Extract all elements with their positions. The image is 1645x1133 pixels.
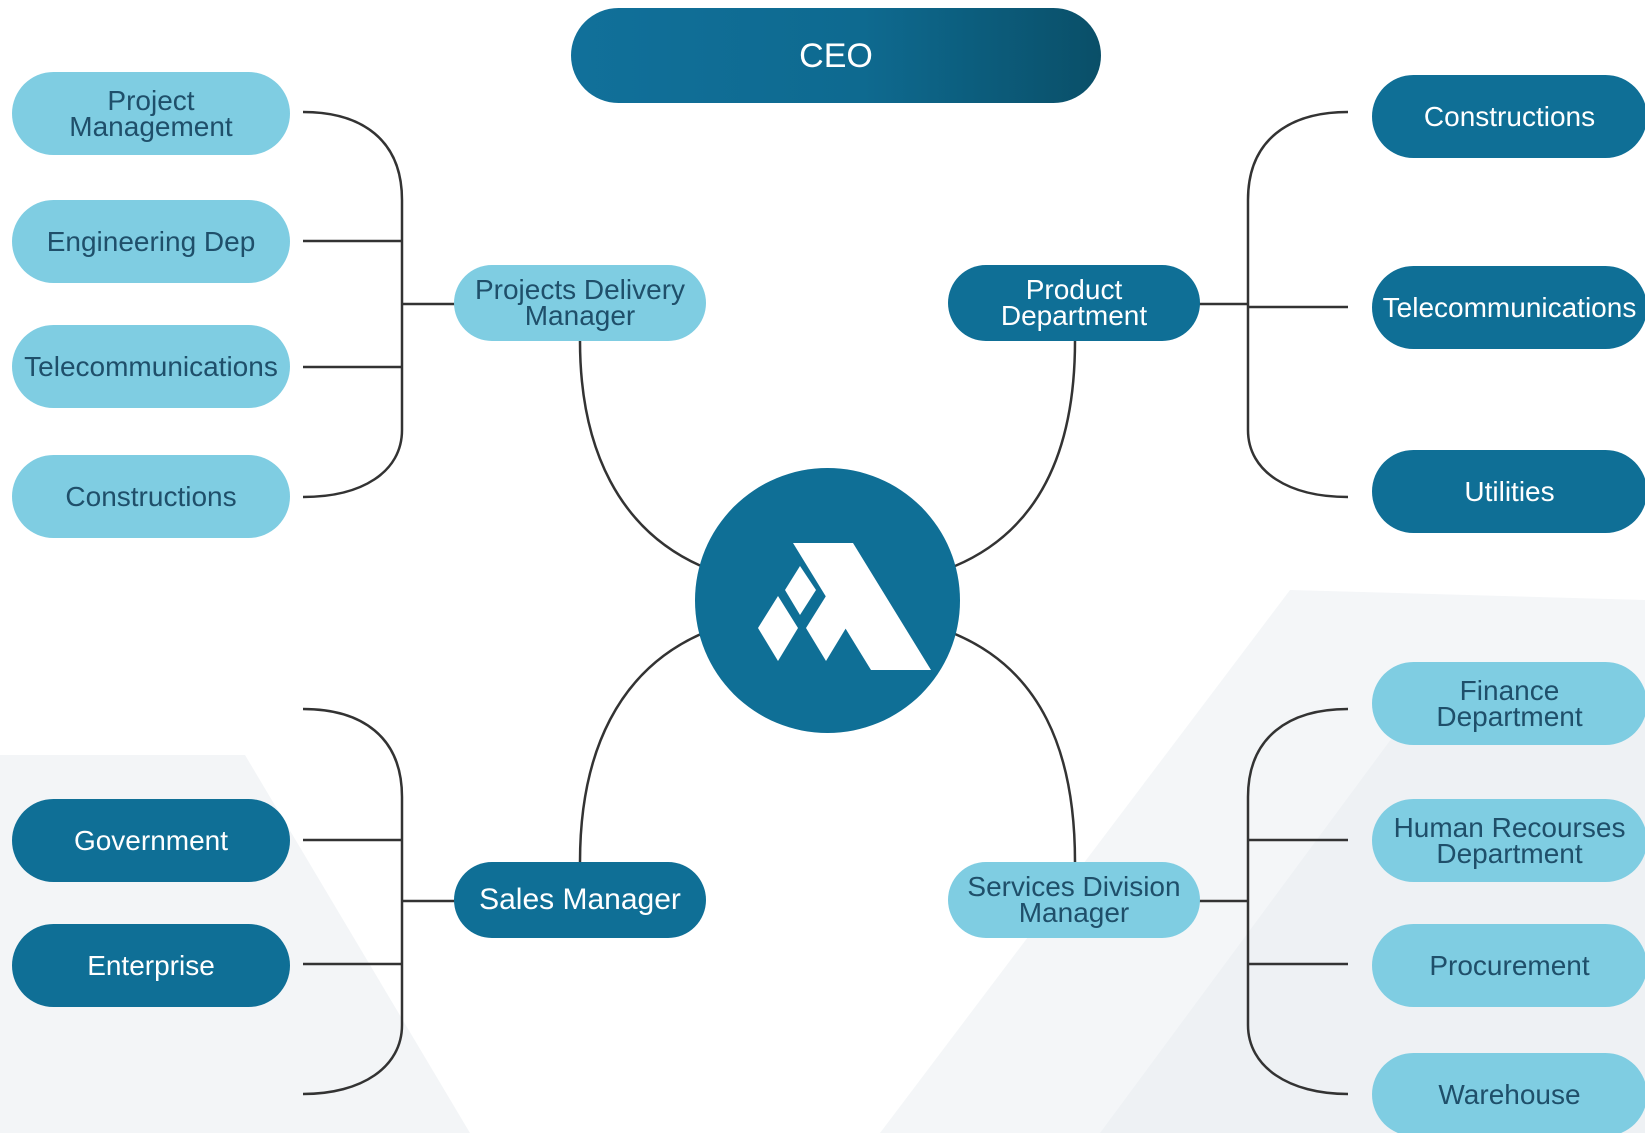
procurement-label: Procurement: [1429, 949, 1590, 981]
product-department-node: Product Department: [948, 265, 1200, 341]
connector-hub-product: [954, 340, 1077, 568]
finance-department-node: Finance Department: [1372, 662, 1645, 745]
projects-delivery-manager-node: Projects Delivery Manager: [454, 265, 706, 341]
engineering-dep-node: Engineering Dep: [12, 200, 290, 283]
human-resources-department-label: Human Recourses Department: [1393, 811, 1626, 869]
services-division-manager-node: Services Division Manager: [948, 862, 1200, 938]
enterprise-label: Enterprise: [87, 949, 215, 981]
connector-hub-services: [954, 632, 1077, 863]
product-department-label: Product Department: [1000, 274, 1148, 331]
telecommunications-label: Telecommunications: [24, 350, 278, 382]
connector-services-bracket: [1246, 707, 1349, 1096]
sales-manager-label: Sales Manager: [479, 883, 681, 916]
telecommunications-node: Telecommunications: [12, 325, 290, 408]
warehouse-label: Warehouse: [1438, 1078, 1581, 1110]
sales-manager-node: Sales Manager: [454, 862, 706, 938]
company-logo-hub: [695, 468, 960, 733]
enterprise-node: Enterprise: [12, 924, 290, 1007]
connector-hub-projects: [578, 340, 702, 568]
product-constructions-label: Constructions: [1423, 100, 1596, 132]
ceo-node: CEO: [571, 8, 1101, 103]
project-management-label: Project Management: [69, 84, 233, 142]
product-telecommunications-label: Telecommunications: [1382, 291, 1637, 323]
mountain-logo-icon: [758, 543, 931, 670]
finance-department-label: Finance Department: [1436, 674, 1583, 732]
utilities-node: Utilities: [1372, 450, 1645, 533]
connector-projects-bracket: [302, 110, 404, 499]
procurement-node: Procurement: [1372, 924, 1645, 1007]
projects-delivery-manager-label: Projects Delivery Manager: [474, 274, 686, 331]
services-division-manager-label: Services Division Manager: [967, 871, 1181, 928]
warehouse-node: Warehouse: [1372, 1053, 1645, 1133]
product-telecommunications-node: Telecommunications: [1372, 266, 1645, 349]
connector-sales-bracket: [302, 707, 404, 1096]
product-constructions-node: Constructions: [1372, 75, 1645, 158]
connector-hub-sales: [578, 632, 702, 863]
engineering-dep-label: Engineering Dep: [46, 225, 256, 257]
project-management-node: Project Management: [12, 72, 290, 155]
constructions-label: Constructions: [65, 480, 237, 512]
utilities-label: Utilities: [1464, 475, 1555, 507]
government-label: Government: [73, 824, 229, 856]
government-node: Government: [12, 799, 290, 882]
connector-product-bracket: [1246, 110, 1349, 499]
constructions-node: Constructions: [12, 455, 290, 538]
ceo-label: CEO: [799, 36, 873, 75]
human-resources-department-node: Human Recourses Department: [1372, 799, 1645, 882]
